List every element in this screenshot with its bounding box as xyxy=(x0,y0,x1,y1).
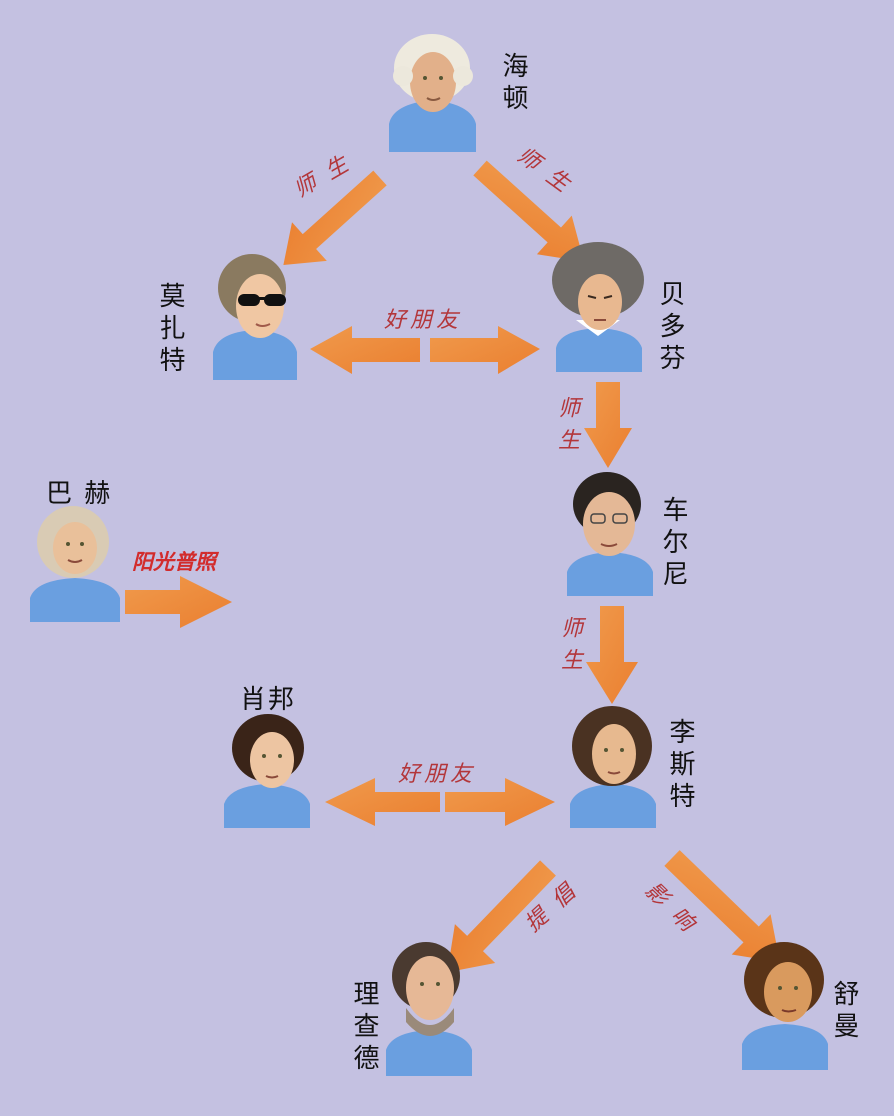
mozart-name: 莫扎特 xyxy=(155,282,185,378)
bach-portrait xyxy=(30,506,120,622)
beethoven-name: 贝多芬 xyxy=(655,280,685,376)
label-beethoven-czerny: 师生 xyxy=(554,396,579,460)
bach-name: 巴 赫 xyxy=(46,479,113,509)
arrow-liszt-schumann xyxy=(664,850,780,963)
beethoven-portrait xyxy=(552,242,644,372)
schumann-name: 舒曼 xyxy=(829,980,859,1044)
wagner-name: 理查德 xyxy=(349,980,379,1076)
mozart-portrait xyxy=(213,254,297,380)
arrow-liszt-wagner xyxy=(447,860,556,973)
czerny-name: 车尔尼 xyxy=(658,496,688,592)
label-bach: 阳光普照 xyxy=(132,549,216,574)
czerny-portrait xyxy=(567,472,653,596)
schumann-portrait xyxy=(742,942,828,1070)
haydn-name: 海顿 xyxy=(498,52,528,116)
arrow-bach xyxy=(125,576,232,628)
label-mozart-beethoven: 好朋友 xyxy=(384,308,463,333)
label-czerny-liszt: 师生 xyxy=(557,616,582,680)
label-chopin-liszt: 好朋友 xyxy=(398,762,477,787)
arrow-haydn-mozart xyxy=(283,170,387,265)
haydn-portrait xyxy=(389,34,476,152)
arrow-chopin-liszt xyxy=(325,778,555,826)
liszt-portrait xyxy=(570,706,656,828)
liszt-name: 李斯特 xyxy=(665,718,695,814)
arrow-mozart-beethoven xyxy=(310,326,540,374)
arrow-haydn-beethoven xyxy=(473,160,585,262)
wagner-portrait xyxy=(386,942,472,1076)
arrow-czerny-liszt xyxy=(586,606,638,704)
chopin-name: 肖邦 xyxy=(240,685,297,715)
arrow-beethoven-czerny xyxy=(584,382,632,468)
chopin-portrait xyxy=(224,714,310,828)
